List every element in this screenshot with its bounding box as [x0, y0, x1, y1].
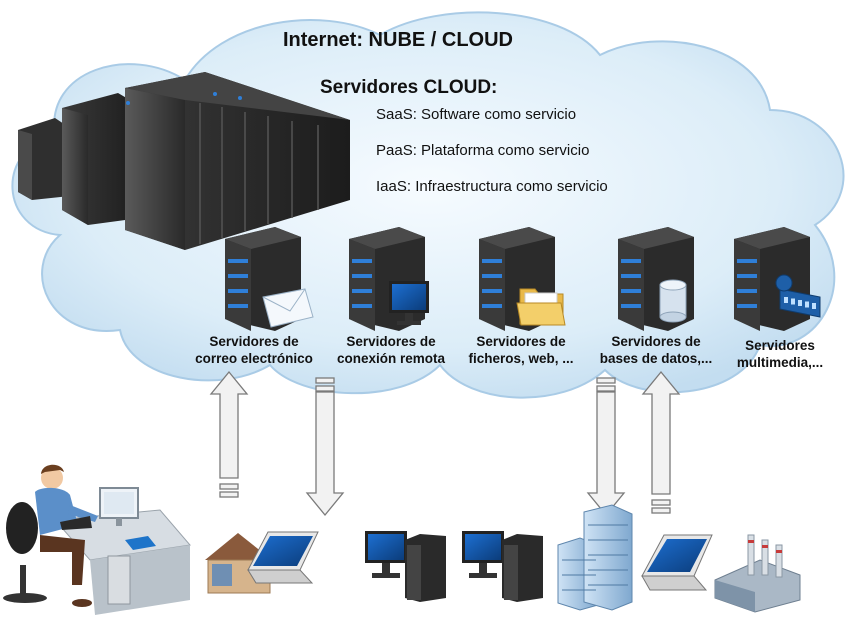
upload-arrow-database: [641, 370, 681, 495]
server-label-email: Servidores de: [209, 334, 299, 349]
download-arrow-remote-segments: [315, 377, 335, 392]
office-worker-icon: [3, 464, 191, 615]
database-icon: [659, 279, 687, 323]
datacenter-racks-icon: [18, 72, 350, 250]
monitor-icon: [389, 281, 429, 325]
server-label-multimedia-2: multimedia,...: [737, 355, 823, 370]
diagram-title: Internet: NUBE / CLOUD: [283, 29, 513, 51]
factory-icon: [714, 534, 801, 613]
download-arrow-remote: [305, 391, 345, 517]
server-label-database-2: bases de datos,...: [600, 351, 713, 366]
service-iaas: IaaS: Infraestructura como servicio: [376, 178, 608, 195]
server-label-remote: Servidores de: [346, 334, 436, 349]
desktop-pc-icon-2: [462, 531, 543, 602]
server-label-database: Servidores de: [611, 334, 701, 349]
service-paas: PaaS: Plataforma como servicio: [376, 142, 589, 159]
server-label-files: Servidores de: [476, 334, 566, 349]
film-reel-icon: [775, 274, 821, 318]
server-label-email-2: correo electrónico: [195, 351, 313, 366]
service-saas: SaaS: Software como servicio: [376, 106, 576, 123]
server-tower-icon: [734, 227, 810, 331]
home-laptop-icon: [205, 531, 319, 594]
cloud-servers-heading: Servidores CLOUD:: [320, 77, 497, 98]
server-tower-icon: [349, 227, 425, 331]
server-label-remote-2: conexión remota: [337, 351, 446, 366]
office-building-icon: [557, 504, 633, 611]
envelope-icon: [262, 288, 314, 328]
laptop-icon: [641, 534, 713, 591]
server-label-multimedia: Servidores: [745, 338, 815, 353]
download-arrow-database-segments: [596, 377, 616, 392]
folder-icon: [516, 288, 566, 326]
download-arrow-database: [586, 391, 626, 517]
upload-arrow-email-segments: [219, 483, 239, 498]
upload-arrow-database-segments: [651, 499, 671, 514]
upload-arrow-email: [209, 370, 249, 479]
desktop-pc-icon: [365, 531, 446, 602]
server-label-files-2: ficheros, web, ...: [468, 351, 573, 366]
